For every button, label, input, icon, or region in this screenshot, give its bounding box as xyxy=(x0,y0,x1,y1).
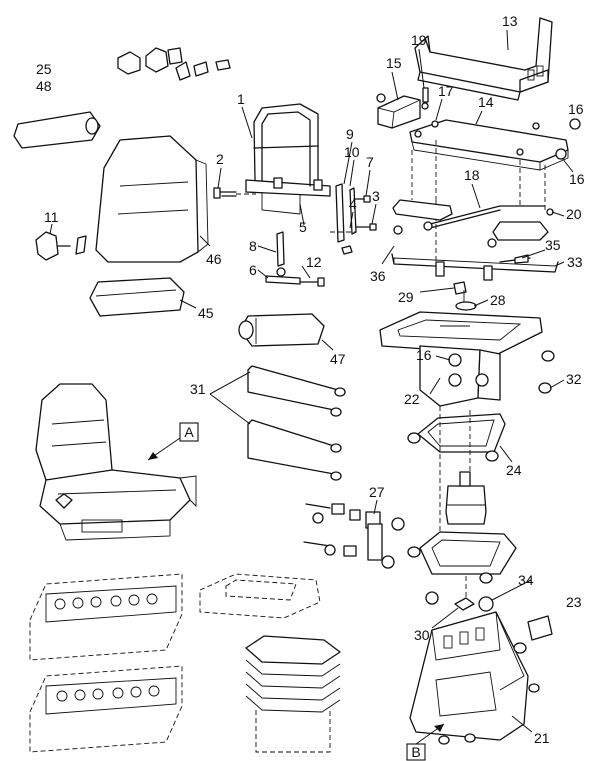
part-suspension-top-22 xyxy=(379,311,555,407)
part-slide-frame-14 xyxy=(409,118,581,171)
callout-11: 11 xyxy=(44,209,59,225)
part-washer-28 xyxy=(455,301,477,311)
part-pin-4 xyxy=(330,231,356,255)
part-bolt-2 xyxy=(213,187,256,199)
callout-3: 3 xyxy=(372,188,380,204)
assembled-seat-view xyxy=(35,383,197,541)
part-armrest-47 xyxy=(238,313,325,347)
callout-16-right: 16 xyxy=(569,171,585,187)
callout-18: 18 xyxy=(464,167,480,183)
callout-33: 33 xyxy=(567,254,583,270)
callout-9: 9 xyxy=(346,126,354,142)
part-knob-11 xyxy=(35,231,87,261)
callout-46: 46 xyxy=(206,251,222,267)
view-a-label: A xyxy=(184,424,194,440)
view-b-label: B xyxy=(411,744,420,760)
callout-14: 14 xyxy=(478,94,494,110)
callout-20: 20 xyxy=(566,206,582,222)
callout-19: 19 xyxy=(411,32,427,48)
part-lower-scissor xyxy=(407,531,517,584)
part-seat-cushion-45 xyxy=(89,277,185,317)
part-rods-31 xyxy=(247,365,346,481)
callout-13: 13 xyxy=(502,13,518,29)
part-base-21 xyxy=(409,611,540,745)
part-control-panel-lower xyxy=(29,665,183,753)
callout-24: 24 xyxy=(506,462,522,478)
callout-10: 10 xyxy=(344,144,360,160)
callout-32: 32 xyxy=(566,371,582,387)
callout-31: 31 xyxy=(190,381,206,397)
callout-21: 21 xyxy=(534,730,550,746)
part-shock-absorbers-27 xyxy=(303,503,405,569)
callout-8: 8 xyxy=(249,238,257,254)
view-a-marker: A xyxy=(147,422,199,461)
callout-16-mid: 16 xyxy=(416,347,432,363)
callout-35: 35 xyxy=(545,237,561,253)
part-lower-rails xyxy=(392,199,554,248)
callout-7: 7 xyxy=(366,154,374,170)
callout-48: 48 xyxy=(36,78,52,94)
callout-30: 30 xyxy=(414,627,430,643)
view-b-marker: B xyxy=(406,723,445,761)
callout-4: 4 xyxy=(349,196,357,212)
callout-29: 29 xyxy=(398,289,414,305)
callout-12: 12 xyxy=(306,254,322,270)
callout-22: 22 xyxy=(404,391,420,407)
callout-47: 47 xyxy=(330,351,346,367)
part-air-spring xyxy=(445,471,487,525)
callout-16-top: 16 xyxy=(568,101,584,117)
part-backrest-frame-1 xyxy=(245,103,331,215)
part-cap-23 xyxy=(527,615,553,641)
part-dashed-frame xyxy=(199,573,321,619)
callout-1: 1 xyxy=(237,91,245,107)
part-screw-3 xyxy=(355,223,377,231)
part-screw-7 xyxy=(353,195,371,203)
callout-45: 45 xyxy=(198,305,214,321)
callout-23: 23 xyxy=(566,594,582,610)
callout-5: 5 xyxy=(299,219,307,235)
part-seat-frame-13 xyxy=(414,17,553,101)
part-bolt-19 xyxy=(421,87,429,110)
part-rod-33 xyxy=(391,253,559,281)
part-control-panel-upper xyxy=(29,573,183,661)
part-small-fittings xyxy=(117,47,231,81)
callout-2: 2 xyxy=(216,151,224,167)
callout-36: 36 xyxy=(370,268,386,284)
part-scissor-link-24 xyxy=(407,413,506,462)
callout-17: 17 xyxy=(438,83,454,99)
part-linkage-8 xyxy=(265,231,325,287)
callout-28: 28 xyxy=(490,292,506,308)
part-armrest-pad-25 xyxy=(13,111,101,149)
callout-34: 34 xyxy=(518,572,534,588)
part-bellows xyxy=(245,635,341,753)
part-bracket-15 xyxy=(376,93,421,129)
callout-25: 25 xyxy=(36,61,52,77)
callout-15: 15 xyxy=(386,55,402,71)
callout-27: 27 xyxy=(369,484,385,500)
callout-numbers: 13 19 15 16 17 14 16 25 48 1 9 10 7 2 18… xyxy=(36,13,585,746)
part-clip-30 xyxy=(454,597,475,611)
part-bushings-34 xyxy=(425,591,494,612)
callout-6: 6 xyxy=(249,262,257,278)
part-backrest-cushion-46 xyxy=(95,135,209,263)
leader-lines xyxy=(49,29,574,733)
